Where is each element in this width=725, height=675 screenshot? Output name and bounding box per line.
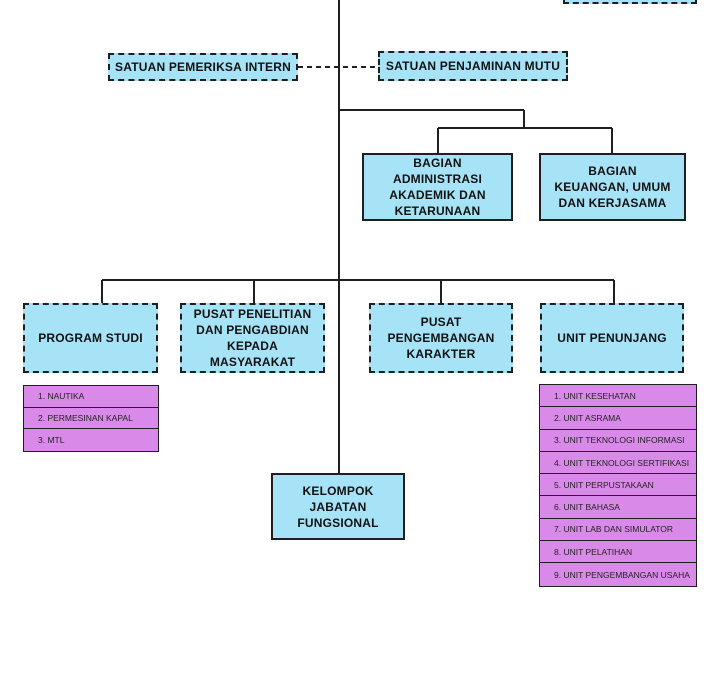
pusat-karakter-box: PUSAT PENGEMBANGAN KARAKTER xyxy=(369,303,513,373)
program-studi-list: 1. NAUTIKA 2. PERMESINAN KAPAL 3. MTL xyxy=(23,385,159,452)
list-item: 2. PERMESINAN KAPAL xyxy=(24,407,158,429)
program-studi-label: PROGRAM STUDI xyxy=(38,331,143,345)
bagian-akademik-box: BAGIAN ADMINISTRASI AKADEMIK DAN KETARUN… xyxy=(362,153,513,221)
list-item: 7. UNIT LAB DAN SIMULATOR xyxy=(540,518,696,542)
list-item: 2. UNIT ASRAMA xyxy=(540,407,696,430)
bagian-keuangan-label: BAGIAN KEUANGAN, UMUM DAN KERJASAMA xyxy=(554,164,671,210)
list-item: 8. UNIT PELATIHAN xyxy=(540,541,696,564)
pusat-penelitian-label: PUSAT PENELITIAN DAN PENGABDIAN KEPADA M… xyxy=(193,307,312,369)
kelompok-jabatan-label: KELOMPOK JABATAN FUNGSIONAL xyxy=(297,483,379,530)
list-item: 1. NAUTIKA xyxy=(24,386,158,408)
list-item: 1. UNIT KESEHATAN xyxy=(540,385,696,408)
kelompok-jabatan-box: KELOMPOK JABATAN FUNGSIONAL xyxy=(271,473,405,540)
unit-penunjang-list: 1. UNIT KESEHATAN 2. UNIT ASRAMA 3. UNIT… xyxy=(539,384,697,587)
unit-penunjang-label: UNIT PENUNJANG xyxy=(557,331,667,345)
unit-penunjang-box: UNIT PENUNJANG xyxy=(540,303,684,373)
pusat-karakter-label: PUSAT PENGEMBANGAN KARAKTER xyxy=(387,315,495,361)
satuan-pemeriksa-intern-label: SATUAN PEMERIKSA INTERN xyxy=(115,60,291,74)
top-right-box xyxy=(563,0,697,4)
list-item: 9. UNIT PENGEMBANGAN USAHA xyxy=(540,563,696,586)
list-item: 3. MTL xyxy=(24,429,158,451)
list-item: 4. UNIT TEKNOLOGI SERTIFIKASI xyxy=(540,451,696,475)
program-studi-box: PROGRAM STUDI xyxy=(23,303,158,373)
bagian-keuangan-box: BAGIAN KEUANGAN, UMUM DAN KERJASAMA xyxy=(539,153,686,221)
list-item: 3. UNIT TEKNOLOGI INFORMASI xyxy=(540,429,696,452)
satuan-penjaminan-mutu-box: SATUAN PENJAMINAN MUTU xyxy=(378,51,568,81)
list-item: 5. UNIT PERPUSTAKAAN xyxy=(540,474,696,497)
satuan-penjaminan-mutu-label: SATUAN PENJAMINAN MUTU xyxy=(385,59,561,73)
pusat-penelitian-box: PUSAT PENELITIAN DAN PENGABDIAN KEPADA M… xyxy=(180,303,325,373)
bagian-akademik-label: BAGIAN ADMINISTRASI AKADEMIK DAN KETARUN… xyxy=(389,156,486,218)
list-item: 6. UNIT BAHASA xyxy=(540,496,696,519)
satuan-pemeriksa-intern-box: SATUAN PEMERIKSA INTERN xyxy=(108,53,298,81)
